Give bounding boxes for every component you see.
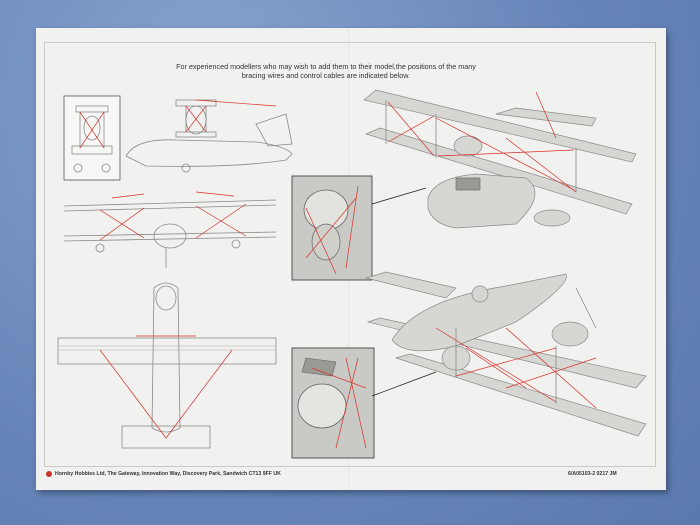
side-view <box>125 99 293 173</box>
brand-dot-icon <box>46 471 52 477</box>
front-view <box>63 191 277 268</box>
biplane-render-lower <box>364 271 647 437</box>
top-view <box>57 282 277 449</box>
aircraft-drawings <box>57 89 647 459</box>
detail-photo-lower <box>291 347 375 459</box>
part-code: 6/A05103-2 0217 JM <box>568 471 617 477</box>
biplane-render-upper <box>363 89 637 229</box>
publisher-footer: Hornby Hobbies Ltd, The Gateway, Innovat… <box>46 471 281 477</box>
detail-photo-upper <box>291 175 373 281</box>
detail-inset-front <box>63 95 121 181</box>
page-border <box>44 42 656 467</box>
instruction-sheet: For experienced modellers who may wish t… <box>36 28 666 490</box>
intro-text: For experienced modellers who may wish t… <box>176 62 476 80</box>
publisher-text: Hornby Hobbies Ltd, The Gateway, Innovat… <box>55 471 281 477</box>
